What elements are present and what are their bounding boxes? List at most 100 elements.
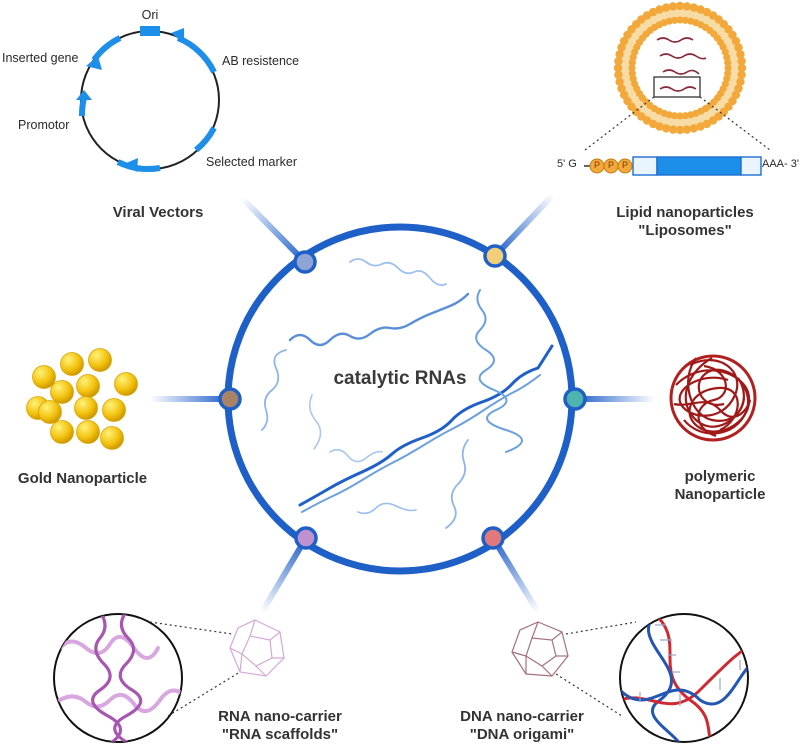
gold-particle <box>100 426 124 450</box>
lipid-head <box>687 111 695 119</box>
gold-particle <box>114 372 138 396</box>
rna-scaffold-cage <box>229 619 285 677</box>
lipid-head <box>736 50 745 59</box>
rna-label-line1: RNA nano-carrier <box>218 708 342 725</box>
lipid-head <box>731 90 741 100</box>
mrna-three-prime-label: AAA- 3' <box>762 158 799 170</box>
lipid-head <box>728 30 737 40</box>
lipid-head <box>665 17 673 25</box>
plasmid-label-selected-marker: Selected marker <box>206 155 298 169</box>
polymeric-nanoparticle-label: polymeric Nanoparticle <box>650 468 790 504</box>
lipid-head <box>614 70 623 80</box>
lipid-head <box>671 112 679 120</box>
lipid-head <box>734 84 743 93</box>
gold-particle <box>38 400 62 424</box>
lipid-head <box>615 77 624 87</box>
gold-particle <box>74 396 98 420</box>
lipid-head <box>628 59 636 67</box>
plasmid-label-ab-resistence: AB resistence <box>222 54 300 68</box>
dna-nano-carrier-label: DNA nano-carrier "DNA origami" <box>442 708 602 744</box>
lipid-nanoparticles-label: Lipid nanoparticles "Liposomes" <box>590 204 780 240</box>
lipid-head <box>648 119 658 129</box>
gold-nanoparticle-label: Gold Nanoparticle <box>17 470 148 487</box>
gold-particle <box>32 365 56 389</box>
node-rna <box>294 526 318 550</box>
mrna-cap-p2: P <box>607 160 614 170</box>
lipid-label-line2: "Liposomes" <box>638 222 732 239</box>
lipid-head <box>662 124 671 133</box>
liposome-cargo <box>653 37 707 98</box>
lipid-head <box>629 75 637 83</box>
gold-particle <box>102 398 126 422</box>
lipid-head <box>689 124 698 133</box>
mrna-cap-p3: P <box>621 160 628 170</box>
lipid-head <box>702 119 712 129</box>
lipid-head <box>619 36 629 46</box>
lipid-head <box>614 56 623 66</box>
lipid-head <box>682 125 692 134</box>
viral-vectors-label: Viral Vectors <box>112 204 204 221</box>
mrna-cap-p1: P <box>593 160 600 170</box>
lipid-label-line1: Lipid nanoparticles <box>616 204 754 221</box>
rna-label-line2: "RNA scaffolds" <box>221 726 339 743</box>
mrna-schematic <box>584 156 762 176</box>
lipid-head <box>628 69 636 77</box>
node-viral <box>293 250 317 274</box>
gold-nanoparticles-illustration <box>26 348 138 450</box>
dna-label-line1: DNA nano-carrier <box>460 708 584 725</box>
lipid-head <box>675 125 685 135</box>
lipid-head <box>648 7 658 17</box>
gold-particle <box>88 348 112 372</box>
polymer-nanoparticle-illustration <box>669 354 757 442</box>
lipid-head <box>613 63 623 73</box>
lipid-head <box>682 2 692 11</box>
polymeric-label-line2: Nanoparticle <box>674 486 766 503</box>
lipid-head <box>736 77 745 87</box>
lipid-head <box>702 7 712 17</box>
mrna-five-prime-label: 5' G <box>557 158 577 170</box>
plasmid-label-inserted-gene: Inserted gene <box>2 51 79 65</box>
gold-particle <box>50 380 74 404</box>
dna-origami-cage <box>511 621 569 677</box>
rna-strands-illustration <box>261 258 554 529</box>
lipid-head <box>655 122 664 131</box>
lipid-head <box>675 1 685 11</box>
central-ring <box>224 223 576 575</box>
lipid-head <box>662 3 671 12</box>
lipid-head <box>737 63 747 73</box>
dna-origami-zoom-circle <box>619 613 749 743</box>
lipid-head <box>689 3 698 12</box>
lipid-head <box>619 90 629 100</box>
lipid-head <box>681 16 690 24</box>
connector-spokes <box>150 192 655 615</box>
lipid-head <box>623 96 632 106</box>
lipid-head <box>696 5 705 14</box>
gold-particle <box>76 420 100 444</box>
lipid-head <box>737 56 746 66</box>
gold-particle <box>50 420 74 444</box>
rna-nano-carrier-label: RNA nano-carrier "RNA scaffolds" <box>200 708 360 744</box>
rna-scaffold-zoom-circle <box>53 613 183 743</box>
lipid-head <box>676 112 684 120</box>
lipid-head <box>681 112 690 120</box>
lipid-head <box>676 16 684 24</box>
dna-label-line2: "DNA origami" <box>469 726 575 743</box>
polymeric-label-line1: polymeric <box>684 468 756 485</box>
lipid-head <box>724 64 732 72</box>
lipid-head <box>671 16 679 24</box>
lipid-head <box>737 70 746 80</box>
plasmid-label-ori: Ori <box>141 8 159 22</box>
lipid-head <box>724 59 732 67</box>
lipid-head <box>617 84 626 93</box>
lipid-head <box>723 53 731 61</box>
lipid-head <box>731 36 741 46</box>
node-dna <box>481 526 505 550</box>
liposome-illustration <box>613 1 747 135</box>
lipid-head <box>724 69 732 77</box>
zoom-lines-rna <box>149 621 241 717</box>
plasmid-illustration <box>76 26 220 172</box>
lipid-head <box>708 116 718 125</box>
lipid-head <box>668 2 678 11</box>
lipid-head <box>628 64 636 72</box>
